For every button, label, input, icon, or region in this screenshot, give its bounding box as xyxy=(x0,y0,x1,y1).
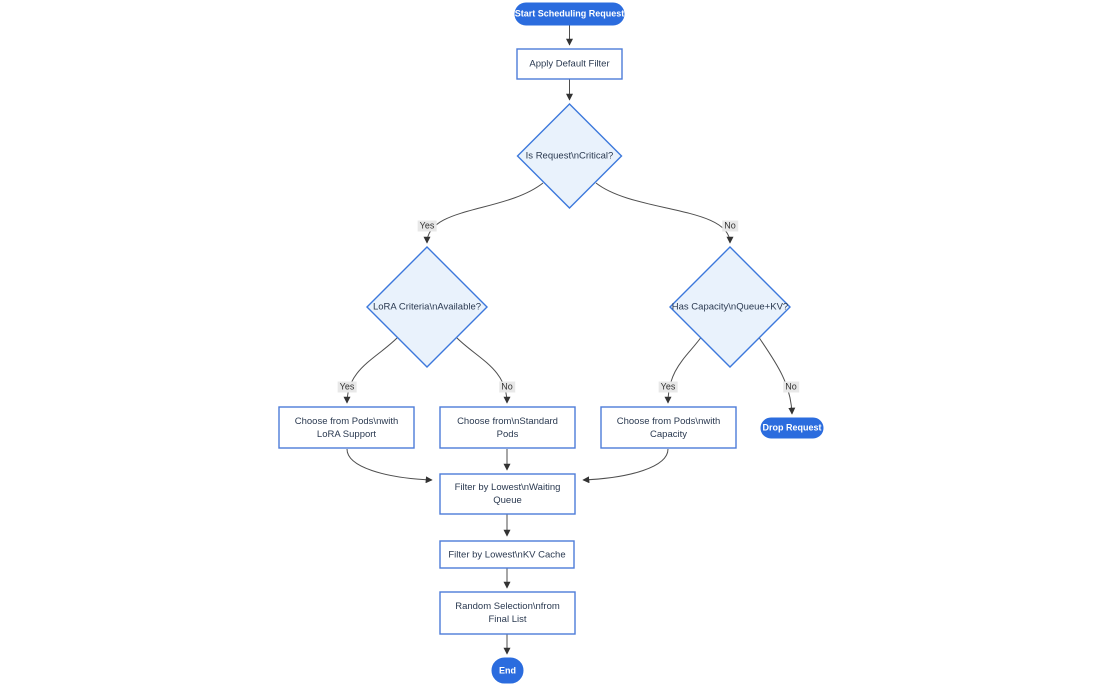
edge-label-capacity-no: No xyxy=(783,381,799,393)
node-drop-request: Drop Request xyxy=(762,422,821,435)
node-is-critical-label: Is Request\nCritical? xyxy=(525,150,614,162)
node-lora-criteria-label: LoRA Criteria\nAvailable? xyxy=(372,301,482,313)
node-is-critical-shape xyxy=(516,103,623,209)
node-start-label: Start Scheduling Request xyxy=(514,8,625,19)
node-lora-criteria: LoRA Criteria\nAvailable? xyxy=(373,301,481,314)
edge-label-lora-no: No xyxy=(499,381,515,393)
node-shapes xyxy=(278,2,824,684)
node-random-selection-line2: Final List xyxy=(488,614,527,625)
node-choose-capacity: Choose from Pods\nwith Capacity xyxy=(617,415,721,441)
node-drop-request-label: Drop Request xyxy=(762,422,822,433)
node-random-selection-shape xyxy=(439,591,576,635)
node-end: End xyxy=(499,664,516,677)
node-choose-standard-line2: Pods xyxy=(496,428,519,440)
edge-label-capacity-yes: Yes xyxy=(658,381,678,393)
node-start-shape xyxy=(514,2,625,26)
edge-label-critical-yes: Yes xyxy=(417,220,437,232)
node-start: Start Scheduling Request xyxy=(515,8,625,21)
node-end-shape xyxy=(491,657,524,684)
edge-is-critical-yes-to-lora xyxy=(423,182,544,244)
edge-label-critical-no: No xyxy=(722,220,738,232)
node-choose-capacity-line1: Choose from Pods\nwith xyxy=(616,415,721,427)
node-has-capacity: Has Capacity\nQueue+KV? xyxy=(672,301,788,314)
node-filter-kv-label: Filter by Lowest\nKV Cache xyxy=(448,549,566,560)
node-choose-lora: Choose from Pods\nwith LoRA Support xyxy=(295,415,399,441)
edge-choose-lora-to-filter-queue xyxy=(346,448,433,484)
node-choose-lora-shape xyxy=(278,406,415,449)
node-random-selection-line1: Random Selection\nfrom xyxy=(455,601,560,612)
node-apply-filter-shape xyxy=(516,48,623,80)
node-is-critical: Is Request\nCritical? xyxy=(526,150,614,163)
node-filter-queue-shape xyxy=(439,473,576,515)
node-choose-capacity-shape xyxy=(600,406,737,449)
node-choose-capacity-line2: Capacity xyxy=(650,428,687,440)
node-filter-kv-shape xyxy=(439,540,575,569)
node-filter-queue-line1: Filter by Lowest\nWaiting xyxy=(454,482,561,493)
node-choose-standard-shape xyxy=(439,406,576,449)
node-choose-lora-line1: Choose from Pods\nwith xyxy=(294,415,399,427)
node-apply-filter-label: Apply Default Filter xyxy=(529,58,610,70)
node-filter-kv: Filter by Lowest\nKV Cache xyxy=(448,548,565,561)
node-filter-queue-line2: Queue xyxy=(493,495,522,506)
edge-capacity-no-to-drop xyxy=(757,335,796,415)
edge-is-critical-no-to-capacity xyxy=(595,182,734,244)
node-end-label: End xyxy=(499,665,516,675)
node-has-capacity-label: Has Capacity\nQueue+KV? xyxy=(671,301,789,313)
edge-label-lora-yes: Yes xyxy=(337,381,357,393)
edge-lora-yes-to-choose-lora xyxy=(343,335,400,404)
node-random-selection: Random Selection\nfrom Final List xyxy=(455,600,560,626)
node-drop-request-shape xyxy=(760,417,824,439)
edge-lora-no-to-choose-standard xyxy=(454,335,511,404)
edge-choose-capacity-to-filter-queue xyxy=(582,448,669,484)
node-lora-criteria-shape xyxy=(366,246,488,368)
node-choose-lora-line2: LoRA Support xyxy=(316,428,377,440)
node-filter-queue: Filter by Lowest\nWaiting Queue xyxy=(455,481,561,507)
node-apply-filter: Apply Default Filter xyxy=(529,58,609,71)
node-choose-standard-line1: Choose from\nStandard xyxy=(457,415,558,427)
node-choose-standard: Choose from\nStandard Pods xyxy=(457,415,558,441)
edges xyxy=(343,25,796,655)
node-has-capacity-shape xyxy=(669,246,791,368)
edge-capacity-yes-to-choose-capacity xyxy=(664,335,703,404)
